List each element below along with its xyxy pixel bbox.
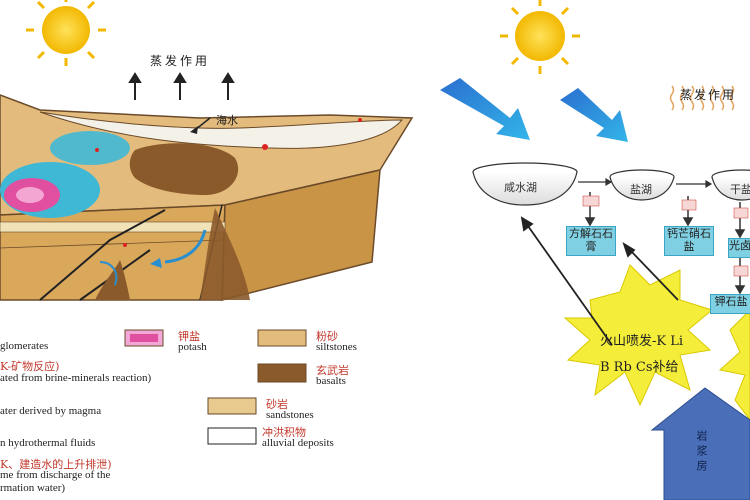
lake-2-label: 盐湖 [630, 183, 652, 196]
lake-3-label: 干盐 [730, 183, 750, 196]
legend-swatches [124, 329, 307, 445]
evaporation-label-right: 蒸发作用 [680, 88, 737, 102]
mineral-box-sylvite: 钾石盐 [710, 294, 750, 314]
mineral-box-calcite-gypsum: 方解石石膏 [566, 226, 616, 256]
geologic-block [0, 94, 414, 301]
magma-chamber [650, 387, 750, 500]
legend-potash-cn: 钾盐 [178, 330, 200, 343]
legend-basalts-en: basalts [316, 375, 346, 387]
evaporation-arrows-left [128, 72, 235, 100]
lake-1 [472, 162, 578, 206]
sun-icon-right [500, 0, 580, 74]
legend-formation-en-2: rmation water) [0, 482, 66, 494]
sun-icon-left [26, 0, 106, 66]
legend-reaction-en: ated from brine-minerals reaction) [0, 372, 152, 384]
seawater-label: 海水 [216, 114, 238, 127]
legend-siltstones-en: siltstones [316, 341, 357, 353]
volcano-label-line1: 火山喷发-K Li [600, 334, 684, 349]
legend-alluvial-en: alluvial deposits [262, 437, 334, 449]
evaporation-label-left: 蒸发作用 [150, 54, 211, 68]
legend-formation-cn: K、建造水的上升排泄) [0, 458, 112, 471]
mineral-box-glauberite-halite: 钙芒硝石盐 [664, 226, 714, 256]
legend-reaction-cn: K-矿物反应) [0, 360, 60, 373]
magma-chamber-label: 岩浆房 [695, 430, 708, 475]
lake-connectors [578, 177, 713, 189]
volcano-label-line2: B Rb Cs补给 [600, 360, 679, 375]
lake-1-label: 咸水湖 [504, 181, 537, 194]
supply-arrows [520, 216, 679, 346]
legend-magma-water: ater derived by magma [0, 405, 102, 417]
lake-3 [711, 169, 750, 201]
inflow-arrow-1 [440, 78, 530, 140]
legend-conglomerates: glomerates [0, 340, 49, 352]
legend-alluvial-cn: 冲洪积物 [262, 426, 306, 439]
legend-hydrothermal: n hydrothermal fluids [0, 437, 96, 449]
legend-sandstones-en: sandstones [266, 409, 314, 421]
lake-2 [609, 169, 675, 201]
volcano-burst-right [718, 309, 750, 421]
inflow-arrow-2 [560, 88, 628, 142]
legend-siltstones-cn: 粉砂 [316, 330, 338, 343]
evaporation-waves [669, 85, 735, 111]
legend-sandstones-cn: 砂岩 [266, 398, 288, 411]
legend-formation-en: me from discharge of the [0, 469, 111, 481]
legend-basalts-cn: 玄武岩 [316, 364, 349, 377]
red-tags [582, 195, 749, 277]
legend-potash-en: potash [178, 341, 207, 353]
mineral-box-carnallite: 光卤 [728, 238, 750, 258]
